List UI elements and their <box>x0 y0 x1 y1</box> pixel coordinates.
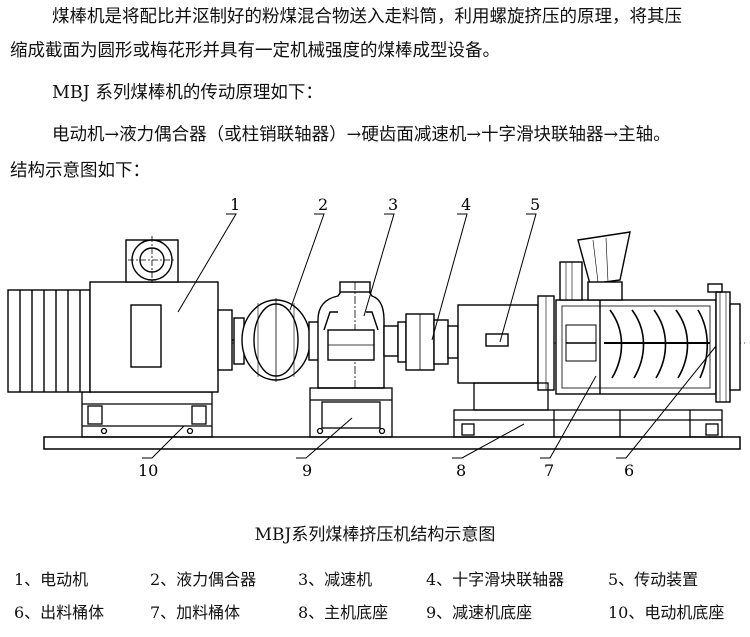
callout-6: 6 <box>624 461 634 480</box>
intro-line-3: MBJ 系列煤棒机的传动原理如下： <box>52 83 323 103</box>
barrel <box>555 283 741 403</box>
legend-item: 7、加料桶体 <box>150 603 241 622</box>
feed-hopper <box>559 231 631 301</box>
callout-3: 3 <box>388 195 398 214</box>
callout-4: 4 <box>461 195 471 214</box>
main-base <box>453 382 723 438</box>
electric-motor <box>7 236 238 393</box>
intro-line-5: 结构示意图如下： <box>10 161 150 181</box>
callout-1: 1 <box>230 195 240 214</box>
legend-item: 5、传动装置 <box>608 570 699 589</box>
legend-item: 4、十字滑块联轴器 <box>426 570 565 589</box>
callout-7: 7 <box>544 461 554 480</box>
callout-9: 9 <box>302 461 312 480</box>
fluid-coupling <box>233 298 322 382</box>
legend-item: 10、电动机底座 <box>608 603 725 622</box>
legend-item: 8、主机底座 <box>298 603 389 622</box>
diagram-caption: MBJ系列煤棒挤压机结构示意图 <box>254 525 496 545</box>
intro-line-1: 煤棒机是将配比并沤制好的粉煤混合物送入走料筒，利用螺旋挤压的原理，将其压 <box>52 7 682 27</box>
base-plate <box>43 436 741 450</box>
intro-line-4: 电动机→液力偶合器（或柱销联轴器）→硬齿面减速机→十字滑块联轴器→主轴。 <box>52 125 671 145</box>
callout-8: 8 <box>456 461 466 480</box>
callout-10: 10 <box>138 461 158 480</box>
reducer-base <box>309 387 393 438</box>
legend-item: 9、减速机底座 <box>426 603 533 622</box>
legend-item: 3、减速机 <box>298 570 373 589</box>
callout-5: 5 <box>530 195 540 214</box>
structure-diagram: 1 2 3 4 5 6 7 8 9 10 <box>7 195 745 480</box>
legend-item: 1、电动机 <box>14 570 89 589</box>
motor-base <box>81 391 213 438</box>
cross-slider-coupling <box>397 313 459 371</box>
transmission-device <box>457 295 555 391</box>
legend-item: 2、液力偶合器 <box>150 570 257 589</box>
gear-reducer <box>317 281 399 390</box>
callout-2: 2 <box>318 195 328 214</box>
intro-line-2: 缩成截面为圆形或梅花形并具有一定机械强度的煤棒成型设备。 <box>10 41 500 61</box>
legend-item: 6、出料桶体 <box>14 603 105 622</box>
callout-leaders <box>142 213 717 459</box>
